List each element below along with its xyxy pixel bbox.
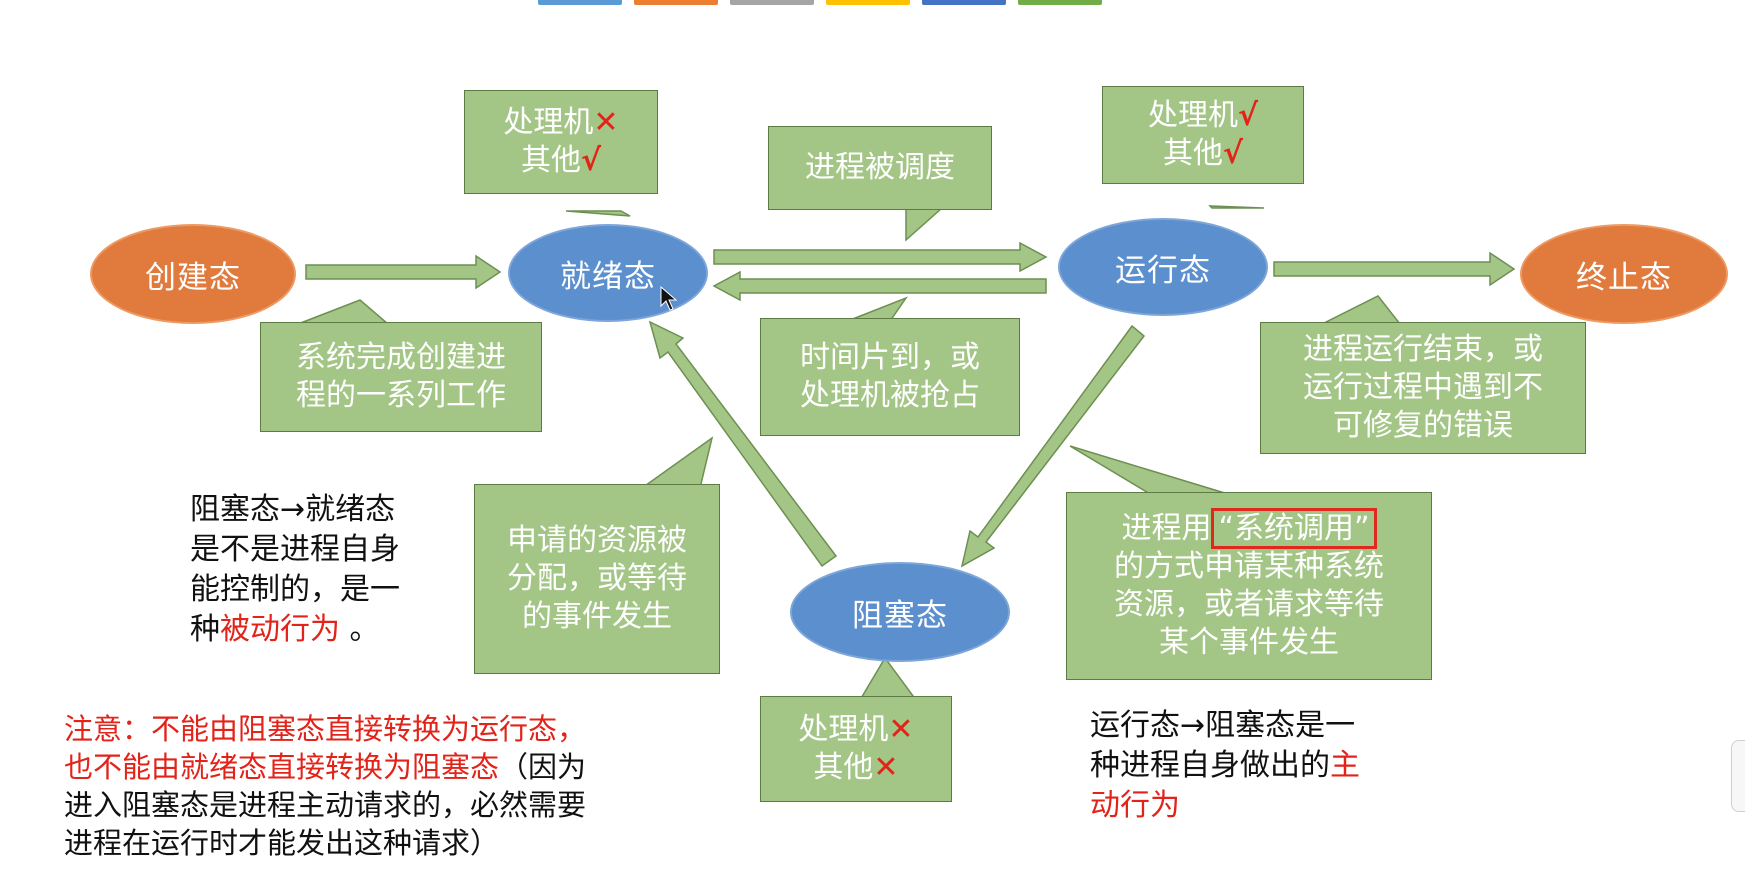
arrow-ready-to-running xyxy=(713,241,1048,273)
running-to-blocked-line-4: 某个事件发生 xyxy=(1159,625,1339,660)
state-ready-label: 就绪态 xyxy=(560,258,656,295)
callout-scheduled: 进程被调度 xyxy=(768,126,992,210)
created-to-ready-line-2: 程的一系列工作 xyxy=(296,378,506,413)
ready-other-label: 其他 xyxy=(520,143,581,178)
arrow-created-to-ready xyxy=(305,254,502,290)
running-other-label: 其他 xyxy=(1162,136,1223,171)
note-attention-line-2-red: 也不能由就绪态直接转换为阻塞态 xyxy=(64,750,500,784)
pointer-running-to-terminated xyxy=(1321,295,1402,325)
callout-running-to-blocked: 进程用“系统调用” 的方式申请某种系统 资源，或者请求等待 某个事件发生 xyxy=(1066,492,1432,680)
arrow-running-to-terminated xyxy=(1273,251,1516,287)
pointer-blocked-to-ready xyxy=(639,436,714,489)
color-tab-5[interactable] xyxy=(922,0,1006,5)
pointer-running-resources xyxy=(1208,205,1265,209)
state-created: 创建态 xyxy=(90,224,296,324)
running-to-blocked-line-2: 的方式申请某种系统 xyxy=(1114,549,1384,584)
blocked-other-label: 其他 xyxy=(813,750,874,785)
running-to-terminated-line-3: 可修复的错误 xyxy=(1333,408,1513,443)
system-call-highlight: “系统调用” xyxy=(1211,508,1377,549)
state-running-label: 运行态 xyxy=(1115,252,1211,289)
ready-processor-label: 处理机 xyxy=(503,105,594,140)
state-running: 运行态 xyxy=(1058,218,1268,316)
blocked-processor-label: 处理机 xyxy=(798,712,889,747)
note-passive-line-2: 是不是进程自身 xyxy=(190,532,400,567)
side-scroll-handle[interactable] xyxy=(1731,740,1745,812)
check-icon: √ xyxy=(1237,98,1258,133)
pointer-created-to-ready xyxy=(297,299,391,325)
callout-running-resources: 处理机√ 其他√ xyxy=(1102,86,1304,184)
running-processor-label: 处理机 xyxy=(1147,98,1238,133)
state-terminated-label: 终止态 xyxy=(1576,259,1672,296)
running-to-ready-line-2: 处理机被抢占 xyxy=(800,378,980,413)
note-attention: 注意：不能由阻塞态直接转换为运行态， 也不能由就绪态直接转换为阻塞态（因为 进入… xyxy=(64,710,744,862)
note-passive-line-3: 能控制的，是一 xyxy=(190,572,400,607)
callout-created-to-ready: 系统完成创建进 程的一系列工作 xyxy=(260,322,542,432)
pointer-ready-resources xyxy=(565,210,631,217)
blocked-to-ready-line-3: 的事件发生 xyxy=(522,599,672,634)
state-blocked-label: 阻塞态 xyxy=(852,597,948,634)
state-terminated: 终止态 xyxy=(1520,224,1728,324)
note-attention-line-4: 进程在运行时才能发出这种请求） xyxy=(64,826,500,860)
blocked-to-ready-line-1: 申请的资源被 xyxy=(507,523,687,558)
running-to-blocked-line-3: 资源，或者请求等待 xyxy=(1114,587,1384,622)
callout-blocked-to-ready: 申请的资源被 分配，或等待 的事件发生 xyxy=(474,484,720,674)
state-ready: 就绪态 xyxy=(508,224,708,322)
state-blocked: 阻塞态 xyxy=(790,562,1010,662)
note-passive-highlight: 被动行为 xyxy=(220,612,340,647)
cross-icon: ✕ xyxy=(873,750,899,785)
pointer-scheduled xyxy=(905,207,944,242)
check-icon: √ xyxy=(580,143,601,178)
color-tab-6[interactable] xyxy=(1018,0,1102,5)
note-passive-line-4-suffix: 。 xyxy=(340,612,380,647)
note-attention-line-2-black: （因为 xyxy=(499,750,587,784)
arrow-blocked-to-ready xyxy=(648,320,838,568)
note-active-line-2-highlight: 主 xyxy=(1330,748,1360,783)
running-to-ready-line-1: 时间片到，或 xyxy=(800,340,980,375)
note-passive-behavior: 阻塞态→就绪态 是不是进程自身 能控制的，是一 种被动行为 。 xyxy=(190,490,450,650)
state-created-label: 创建态 xyxy=(145,259,241,296)
arrow-running-to-blocked xyxy=(960,324,1146,568)
callout-blocked-resources: 处理机✕ 其他✕ xyxy=(760,696,952,802)
note-active-behavior: 运行态→阻塞态是一 种进程自身做出的主 动行为 xyxy=(1090,706,1430,826)
callout-running-to-terminated: 进程运行结束，或 运行过程中遇到不 可修复的错误 xyxy=(1260,322,1586,454)
pointer-blocked-resources xyxy=(858,656,918,701)
color-tab-4[interactable] xyxy=(826,0,910,5)
color-tab-3[interactable] xyxy=(730,0,814,5)
arrow-running-to-ready xyxy=(712,270,1047,302)
color-tab-2[interactable] xyxy=(634,0,718,5)
note-attention-line-1: 注意：不能由阻塞态直接转换为运行态， xyxy=(64,712,587,746)
cross-icon: ✕ xyxy=(888,712,914,747)
running-to-terminated-line-2: 运行过程中遇到不 xyxy=(1303,370,1543,405)
check-icon: √ xyxy=(1222,136,1243,171)
note-passive-line-4-prefix: 种 xyxy=(190,612,220,647)
callout-ready-resources: 处理机✕ 其他√ xyxy=(464,90,658,194)
callout-running-to-ready: 时间片到，或 处理机被抢占 xyxy=(760,318,1020,436)
color-tab-1[interactable] xyxy=(538,0,622,5)
created-to-ready-line-1: 系统完成创建进 xyxy=(296,340,506,375)
cross-icon: ✕ xyxy=(593,105,619,140)
note-active-line-2-prefix: 种进程自身做出的 xyxy=(1090,748,1330,783)
pointer-running-to-blocked xyxy=(1069,445,1229,495)
note-active-line-1: 运行态→阻塞态是一 xyxy=(1090,708,1356,743)
running-to-blocked-prefix: 进程用 xyxy=(1121,511,1212,546)
mouse-cursor-icon xyxy=(660,286,678,311)
note-passive-line-1: 阻塞态→就绪态 xyxy=(190,492,396,527)
running-to-terminated-line-1: 进程运行结束，或 xyxy=(1303,332,1543,367)
note-attention-line-3: 进入阻塞态是进程主动请求的，必然需要 xyxy=(64,788,587,822)
blocked-to-ready-line-2: 分配，或等待 xyxy=(507,561,687,596)
note-active-line-3: 动行为 xyxy=(1090,788,1180,823)
scheduled-text: 进程被调度 xyxy=(805,150,955,185)
